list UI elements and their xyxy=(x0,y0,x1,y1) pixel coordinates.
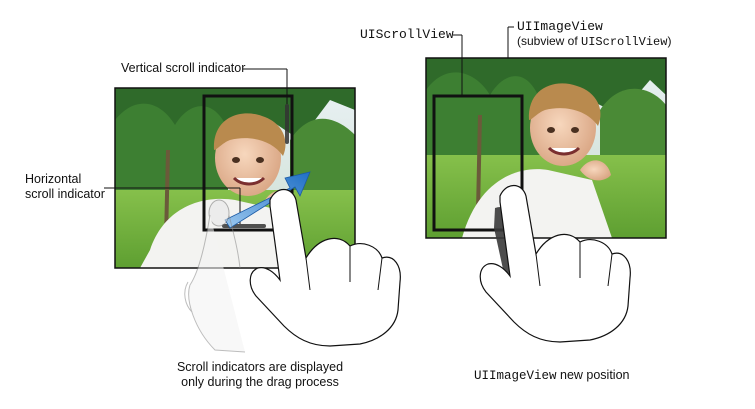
subtitle-class: UIScrollView xyxy=(581,35,668,50)
uiimageview-title: UIImageView xyxy=(517,19,603,34)
vertical-scroll-indicator-label: Vertical scroll indicator xyxy=(121,61,246,75)
left-scrollview-frame xyxy=(202,94,294,232)
right-caption-class: UIImageView xyxy=(474,369,557,383)
left-caption-line1: Scroll indicators are displayed xyxy=(176,360,344,374)
horizontal-scroll-indicator-label: Horizontal scroll indicator xyxy=(25,172,105,202)
horizontal-label-line2: scroll indicator xyxy=(25,186,105,201)
hand-left xyxy=(249,188,401,347)
vertical-scroll-indicator xyxy=(285,104,289,144)
drag-direction-arrow xyxy=(224,171,311,229)
right-caption-text: new position xyxy=(556,368,630,382)
right-caption: UIImageView new position xyxy=(474,366,629,385)
left-caption: Scroll indicators are displayed only dur… xyxy=(150,360,370,390)
hand-right xyxy=(479,184,631,343)
left-photo-frame xyxy=(114,87,356,269)
subtitle-suffix: ) xyxy=(667,34,672,49)
ghost-hand-start xyxy=(184,199,246,353)
uiscrollview-label: UIScrollView xyxy=(360,27,454,42)
uiimageview-label: UIImageView (subview of UIScrollView) xyxy=(517,19,671,49)
right-scrollview-frame xyxy=(432,94,524,232)
subtitle-prefix: (subview of xyxy=(517,34,582,49)
left-caption-line2: only during the drag process xyxy=(181,374,339,389)
horizontal-label-line1: Horizontal xyxy=(25,172,82,186)
uiimageview-subtitle: (subview of UIScrollView) xyxy=(517,34,671,49)
right-photo-frame xyxy=(425,57,667,239)
